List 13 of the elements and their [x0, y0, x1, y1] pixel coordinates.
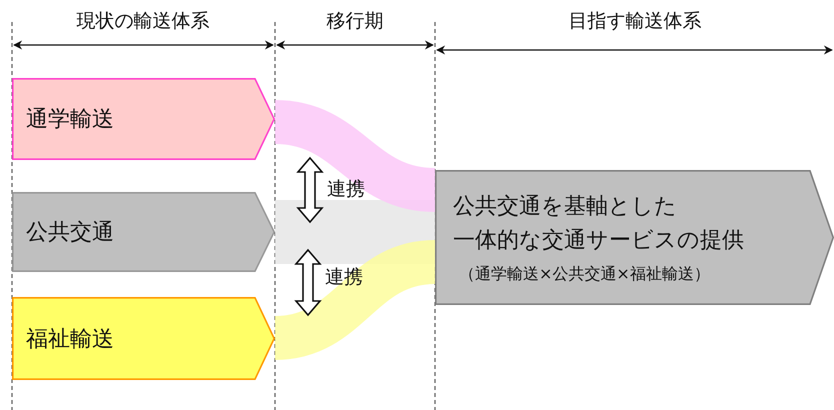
flow-band: [273, 100, 437, 212]
box-subtext: （通学輸送×公共交通×福祉輸送）: [458, 262, 711, 284]
link-label: 連携: [325, 265, 363, 290]
flow-band: [275, 200, 435, 264]
column-heading: 目指す輸送体系: [568, 9, 702, 34]
column-heading: 現状の輸送体系: [76, 9, 210, 34]
pentagon-arrow-box: 通学輸送: [12, 78, 275, 160]
box-heading: 公共交通を基軸とした一体的な交通サービスの提供: [453, 192, 745, 254]
pentagon-arrow-box: 福祉輸送: [12, 297, 275, 380]
column-heading: 移行期: [326, 9, 384, 34]
link-label: 連携: [327, 177, 365, 202]
flow-band: [273, 240, 437, 360]
pentagon-arrow-box: 公共交通: [12, 192, 275, 272]
